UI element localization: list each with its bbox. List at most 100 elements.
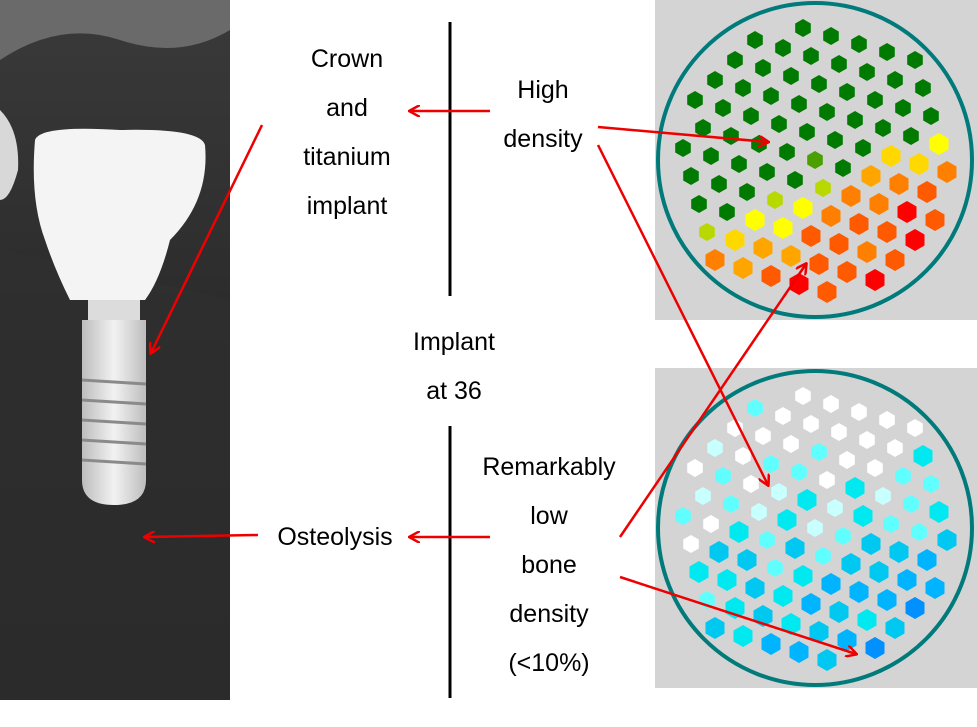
- density-cell: [789, 641, 809, 663]
- label-implant-2: at 36: [426, 377, 482, 405]
- density-cell: [689, 561, 709, 583]
- density-cell: [727, 419, 743, 437]
- xray-image: [0, 0, 230, 700]
- density-cell: [875, 487, 891, 505]
- label-low-2: low: [530, 502, 568, 530]
- density-cell: [703, 147, 719, 165]
- density-cell: [937, 161, 957, 183]
- density-cell: [907, 419, 923, 437]
- density-cell: [917, 181, 937, 203]
- density-cell: [929, 133, 949, 155]
- density-cell: [837, 261, 857, 283]
- density-cell: [763, 87, 779, 105]
- density-cell: [851, 403, 867, 421]
- density-cell: [755, 427, 771, 445]
- density-cell: [707, 71, 723, 89]
- label-crown-4: implant: [307, 192, 388, 220]
- density-cell: [819, 471, 835, 489]
- density-cell: [897, 201, 917, 223]
- density-cell: [707, 439, 723, 457]
- label-low-3: bone: [521, 551, 577, 579]
- density-cell: [849, 581, 869, 603]
- density-cell: [909, 153, 929, 175]
- density-cell: [857, 241, 877, 263]
- density-cell: [827, 499, 843, 517]
- density-cell: [801, 225, 821, 247]
- density-cell: [699, 223, 715, 241]
- density-cell: [743, 475, 759, 493]
- density-cell: [811, 75, 827, 93]
- density-cell: [787, 171, 803, 189]
- density-cell: [791, 463, 807, 481]
- density-cell: [739, 183, 755, 201]
- density-cell: [885, 249, 905, 271]
- density-cell: [861, 165, 881, 187]
- density-cell: [867, 459, 883, 477]
- density-cell: [735, 447, 751, 465]
- density-cell: [775, 407, 791, 425]
- density-cell: [791, 95, 807, 113]
- density-cell: [895, 467, 911, 485]
- arrow-low-to-low-map: [619, 575, 856, 654]
- density-cell: [773, 585, 793, 607]
- density-cell: [789, 273, 809, 295]
- density-cell: [821, 573, 841, 595]
- density-cell: [809, 621, 829, 643]
- density-cell: [839, 83, 855, 101]
- density-cell: [737, 549, 757, 571]
- density-cell: [783, 67, 799, 85]
- density-cell: [829, 233, 849, 255]
- adjacent-tooth: [0, 110, 19, 200]
- density-cell: [903, 495, 919, 513]
- density-cell: [807, 151, 823, 169]
- arrow-low-to-high-map: [618, 264, 806, 538]
- arrows: [145, 111, 856, 654]
- density-cell: [797, 489, 817, 511]
- label-low-5: (<10%): [508, 649, 589, 677]
- density-cell: [865, 269, 885, 291]
- density-cell: [853, 505, 873, 527]
- density-cell: [753, 237, 773, 259]
- density-cell: [729, 521, 749, 543]
- label-low-4: density: [509, 600, 589, 628]
- density-cell: [881, 145, 901, 167]
- density-cell: [865, 637, 885, 659]
- density-cell: [905, 229, 925, 251]
- density-cell: [879, 411, 895, 429]
- density-cell: [771, 483, 787, 501]
- density-cell: [889, 541, 909, 563]
- density-cell: [683, 167, 699, 185]
- density-cell: [755, 59, 771, 77]
- density-cell: [923, 475, 939, 493]
- density-cell: [767, 191, 783, 209]
- density-cell: [829, 601, 849, 623]
- density-cell: [875, 119, 891, 137]
- density-cell: [885, 617, 905, 639]
- density-cell: [773, 217, 793, 239]
- density-cell: [745, 577, 765, 599]
- density-cell: [855, 139, 871, 157]
- density-cell: [903, 127, 919, 145]
- density-cell: [723, 127, 739, 145]
- density-cell: [675, 507, 691, 525]
- density-cell: [913, 445, 933, 467]
- label-high-2: density: [503, 125, 583, 153]
- density-cell: [831, 55, 847, 73]
- density-cell: [839, 451, 855, 469]
- density-cell: [815, 179, 831, 197]
- density-cell: [907, 51, 923, 69]
- density-cell: [733, 257, 753, 279]
- density-cell: [835, 159, 851, 177]
- density-cell: [695, 119, 711, 137]
- density-cell: [705, 617, 725, 639]
- density-cell: [809, 253, 829, 275]
- density-cell: [705, 249, 725, 271]
- density-cell: [877, 221, 897, 243]
- density-cell: [817, 649, 837, 671]
- density-cell: [803, 415, 819, 433]
- density-cell: [801, 593, 821, 615]
- density-cell: [781, 613, 801, 635]
- density-cell: [725, 229, 745, 251]
- density-cell: [711, 175, 727, 193]
- arrow-osteolysis-to-xray: [145, 535, 259, 537]
